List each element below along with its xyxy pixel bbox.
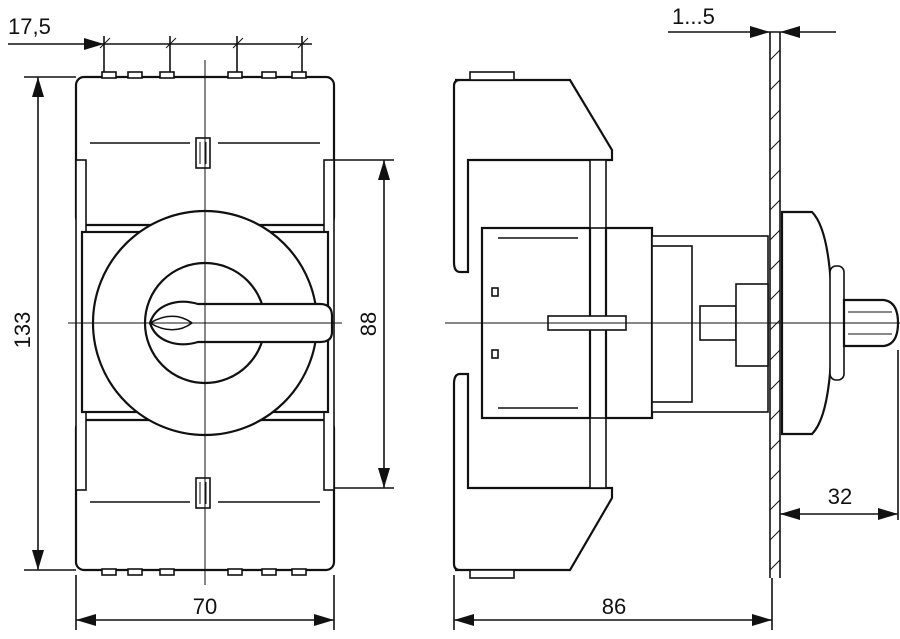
dimension-lines [8,26,899,630]
dim-segment-width: 17,5 [8,14,51,39]
clip [195,137,211,169]
mounting-panel [769,32,781,578]
dim-depth: 86 [602,594,626,619]
dim-total-height: 133 [10,312,35,349]
dim-knob-projection: 32 [828,484,852,509]
dim-front-width: 70 [193,594,217,619]
clip [195,477,211,509]
side-bottom-housing [452,372,614,572]
terminal-bumps [100,71,310,576]
dim-panel-thickness: 1...5 [672,4,715,29]
side-top-housing [452,78,614,274]
dim-mounting-height: 88 [356,312,381,336]
side-view [445,32,900,579]
front-view [68,60,342,585]
